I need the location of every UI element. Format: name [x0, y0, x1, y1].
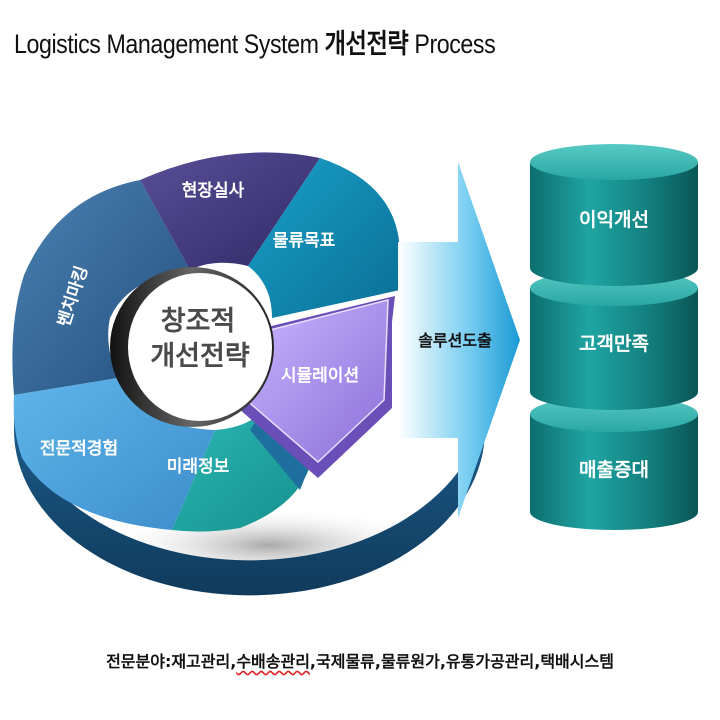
outcome-cylinders [530, 144, 698, 530]
label-future-info: 미래정보 [167, 457, 230, 477]
title-english: Logistics Management System [14, 29, 319, 59]
label-site-inspection: 현장실사 [182, 181, 245, 201]
outcome-sales: 매출증대 [579, 459, 649, 481]
cylinder-3-body [530, 414, 698, 530]
segment-logistics-goal [248, 158, 400, 318]
wheel-depth [14, 395, 485, 596]
footer-prefix: 전문분야:재고관리, [106, 652, 237, 671]
title-korean: 개선전략 [324, 29, 409, 59]
solution-arrow [398, 162, 520, 518]
cylinder-1-top [530, 144, 698, 180]
center-line2: 개선전략 [150, 341, 250, 372]
outcome-profit: 이익개선 [579, 209, 649, 231]
arrow-label: 솔루션도출 [418, 331, 492, 350]
segment-benchmarking [12, 180, 191, 395]
title-suffix: Process [414, 29, 496, 59]
label-simulation: 시뮬레이션 [281, 366, 359, 386]
segment-expertise [13, 378, 215, 530]
label-logistics-goal: 물류목표 [273, 231, 336, 251]
page-title: Logistics Management System 개선전략 Process [14, 22, 496, 61]
cylinder-2-body [530, 288, 698, 410]
wheel-hole [128, 273, 272, 421]
segment-site-inspection [140, 152, 320, 270]
footer-rest: ,국제물류,물류원가,유통가공관리,택배시스템 [309, 652, 614, 671]
footer-underlined: 수배송관리 [236, 652, 310, 671]
cylinder-1-body [530, 162, 698, 286]
label-expertise: 전문적경험 [40, 438, 118, 459]
outcome-customer: 고객만족 [579, 333, 649, 355]
specialty-fields: 전문분야:재고관리,수배송관리,국제물류,물류원가,유통가공관리,택배시스템 [0, 648, 720, 672]
center-line1: 창조적 [161, 306, 236, 337]
